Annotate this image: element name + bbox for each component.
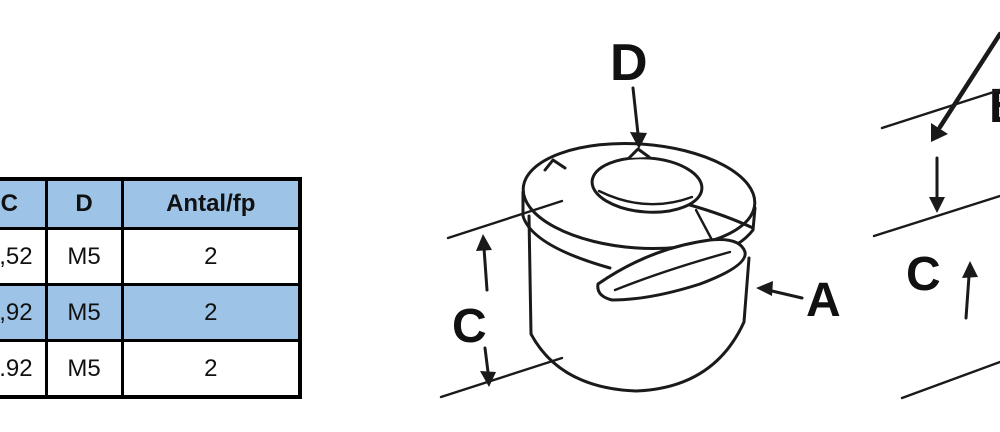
arrow-d-line bbox=[631, 86, 640, 136]
header-cell-c: C bbox=[0, 177, 48, 230]
cell-antal: 2 bbox=[120, 339, 302, 399]
label-d: D bbox=[610, 34, 648, 92]
label-a: A bbox=[806, 274, 841, 327]
arrow-a-head bbox=[756, 281, 773, 296]
side-extension-line-top bbox=[880, 88, 1000, 130]
side-extension-line-bottom bbox=[900, 360, 1000, 400]
flange-rim-notch bbox=[543, 158, 567, 172]
dim-arrow-up-line bbox=[482, 246, 489, 292]
cell-d: M5 bbox=[44, 283, 124, 342]
header-cell-d: D bbox=[44, 177, 124, 230]
label-c-main: C bbox=[452, 300, 487, 353]
spec-table: C D Antal/fp 9,52 M5 2 7,92 M5 2 7.92 M5… bbox=[0, 177, 302, 399]
arrow-d-head bbox=[630, 132, 647, 149]
hole-depth-arc bbox=[597, 189, 694, 206]
dimension-c-main: C bbox=[439, 199, 564, 399]
dim-arrow-up-head bbox=[476, 234, 492, 251]
cell-c: 7.92 bbox=[0, 339, 48, 399]
cam-cut-line bbox=[688, 203, 755, 230]
label-a-callout: A bbox=[756, 274, 841, 327]
arrow-a-line bbox=[770, 289, 804, 300]
extension-line-bottom bbox=[439, 356, 564, 399]
cell-c: 7,92 bbox=[0, 283, 48, 342]
extension-line-top bbox=[446, 199, 564, 240]
cell-antal: 2 bbox=[120, 283, 302, 342]
hole-rim-notch bbox=[627, 147, 651, 160]
label-c-side: C bbox=[906, 248, 941, 301]
side-view-clipped: B C bbox=[872, 31, 1000, 400]
label-b-partial: B bbox=[989, 80, 1000, 133]
side-extension-line-middle bbox=[872, 194, 1000, 238]
table-row: 7.92 M5 2 bbox=[0, 339, 302, 399]
header-cell-antal: Antal/fp bbox=[120, 177, 302, 230]
cam-cut-edge bbox=[694, 208, 714, 242]
label-d-callout: D bbox=[610, 34, 648, 149]
side-dim-up-line bbox=[964, 274, 971, 320]
leader-arrow-line bbox=[937, 31, 1000, 130]
cell-antal: 2 bbox=[120, 227, 302, 286]
body-outline bbox=[527, 214, 751, 393]
table-row: 9,52 M5 2 bbox=[0, 227, 302, 286]
barrel-nut-isometric-view bbox=[521, 141, 757, 393]
side-dim-down-head bbox=[929, 197, 945, 213]
side-dim-up-head bbox=[962, 261, 978, 278]
cell-d: M5 bbox=[44, 227, 124, 286]
cam-tab-inner-line bbox=[613, 250, 732, 292]
flange-left-edge bbox=[521, 190, 612, 270]
dim-arrow-down-head bbox=[480, 371, 496, 387]
leader-arrow-head bbox=[931, 123, 948, 142]
cell-d: M5 bbox=[44, 339, 124, 399]
cell-c: 9,52 bbox=[0, 227, 48, 286]
table-header-row: C D Antal/fp bbox=[0, 177, 302, 230]
dim-arrow-down-line bbox=[483, 346, 490, 374]
table-row: 7,92 M5 2 bbox=[0, 283, 302, 342]
